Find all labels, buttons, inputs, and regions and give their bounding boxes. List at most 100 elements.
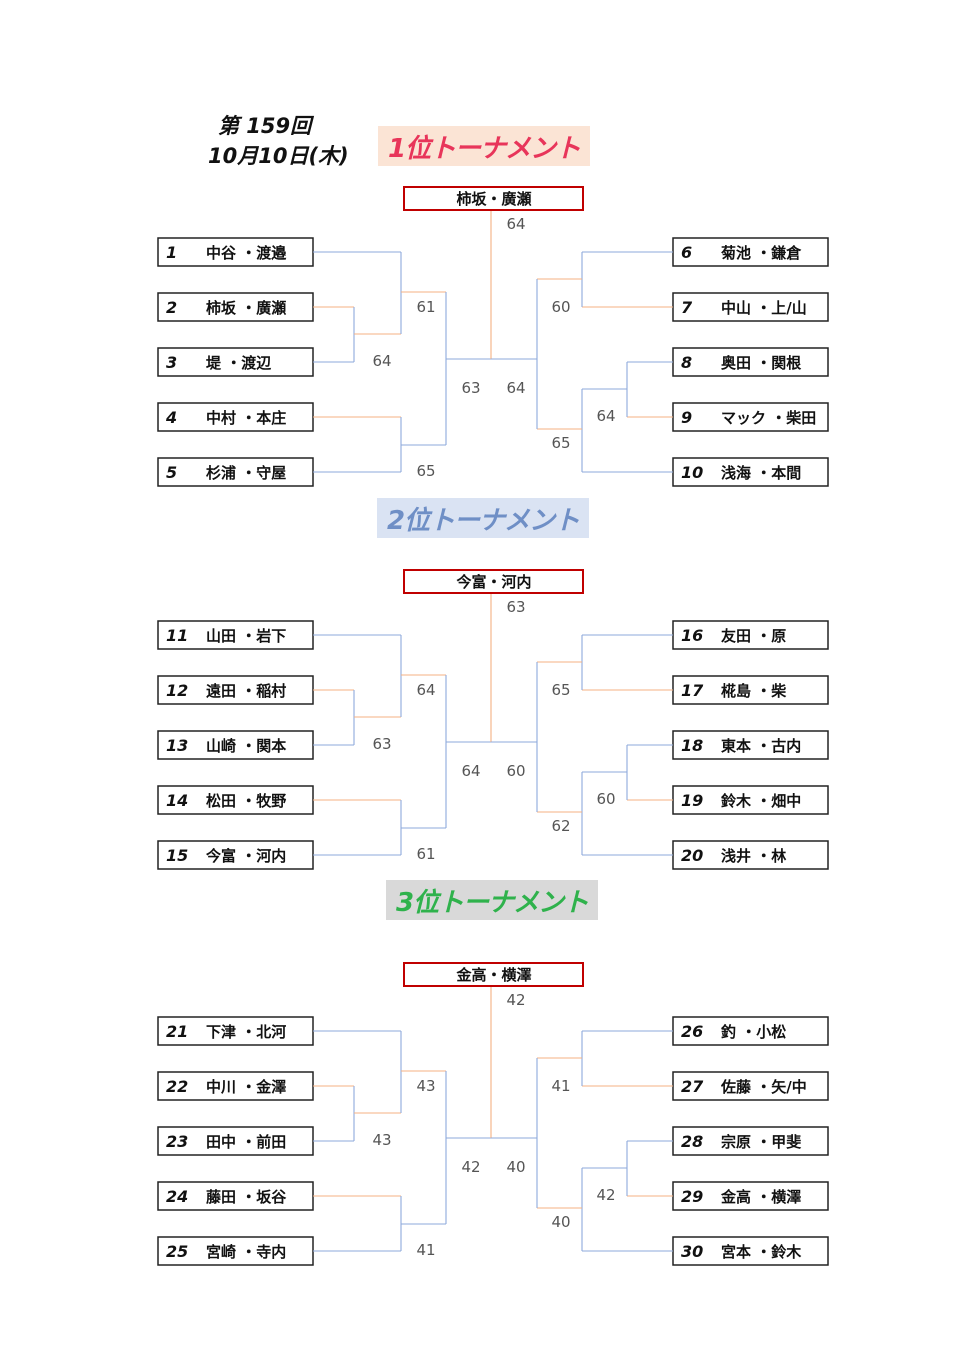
- match-score: 63: [506, 598, 525, 616]
- player-pair: 山田 ・岩下: [206, 627, 286, 645]
- player-pair: 椛島 ・柴: [721, 682, 787, 700]
- player-pair: 浅海 ・本間: [721, 464, 801, 482]
- player-pair: 中谷 ・渡邉: [206, 244, 287, 262]
- player-box: [672, 730, 829, 760]
- match-score: 41: [551, 1077, 570, 1095]
- match-score: 61: [416, 845, 435, 863]
- player-box: [672, 620, 829, 650]
- player-pair: 友田 ・原: [721, 627, 786, 645]
- player-pair: 今富 ・河内: [205, 847, 286, 865]
- player-box: [672, 402, 829, 432]
- match-score: 64: [596, 407, 615, 425]
- match-score: 42: [506, 991, 525, 1009]
- player-pair: 鈴木 ・畑中: [721, 792, 801, 810]
- player-pair: 田中 ・前田: [206, 1133, 286, 1151]
- round-number: 第 159回: [218, 114, 312, 138]
- player-pair: 浅井 ・林: [721, 847, 787, 865]
- match-score: 65: [551, 681, 570, 699]
- player-box: [157, 1126, 314, 1156]
- player-box: [672, 457, 829, 487]
- match-score: 61: [416, 298, 435, 316]
- player-number: 30: [681, 1242, 703, 1261]
- player-box: [157, 785, 314, 815]
- winner-box: [403, 962, 584, 987]
- player-pair: 松田 ・牧野: [206, 792, 286, 810]
- match-score: 63: [461, 379, 480, 397]
- winner-box: [403, 569, 584, 594]
- player-number: 16: [681, 626, 703, 645]
- player-number: 29: [681, 1187, 703, 1206]
- player-pair: 金高 ・横澤: [720, 1188, 801, 1206]
- player-box: [672, 1236, 829, 1266]
- player-box: [157, 620, 314, 650]
- player-number: 24: [166, 1187, 188, 1206]
- player-number: 28: [681, 1132, 703, 1151]
- player-pair: 中村 ・本庄: [206, 409, 286, 427]
- player-box: [672, 292, 829, 322]
- player-pair: 遠田 ・稲村: [206, 682, 286, 700]
- match-score: 60: [506, 762, 525, 780]
- player-number: 15: [166, 846, 188, 865]
- player-number: 3: [166, 353, 177, 372]
- player-pair: 中川 ・金澤: [206, 1078, 286, 1096]
- match-score: 41: [416, 1241, 435, 1259]
- player-box: [157, 675, 314, 705]
- player-pair: マック ・柴田: [721, 409, 816, 427]
- player-pair: 釣 ・小松: [721, 1023, 786, 1041]
- match-score: 60: [596, 790, 615, 808]
- match-score: 64: [506, 379, 525, 397]
- winner-pair: 柿坂・廣瀬: [456, 190, 531, 208]
- event-date: 10月10日(木): [208, 144, 349, 168]
- player-number: 4: [165, 408, 177, 427]
- match-score: 43: [416, 1077, 435, 1095]
- player-number: 5: [166, 463, 177, 482]
- player-number: 8: [681, 353, 692, 372]
- tournament-3-title: 3位トーナメント: [386, 880, 598, 920]
- match-score: 40: [506, 1158, 525, 1176]
- player-box: [157, 1236, 314, 1266]
- player-number: 19: [681, 791, 703, 810]
- player-number: 27: [681, 1077, 704, 1096]
- player-box: [157, 1016, 314, 1046]
- player-number: 22: [166, 1077, 188, 1096]
- player-pair: 藤田 ・坂谷: [206, 1188, 287, 1206]
- winner-box: [403, 186, 584, 211]
- player-pair: 杉浦 ・守屋: [206, 464, 286, 482]
- match-score: 64: [416, 681, 435, 699]
- player-pair: 佐藤 ・矢/中: [720, 1078, 807, 1096]
- player-number: 13: [166, 736, 188, 755]
- player-number: 18: [681, 736, 703, 755]
- player-box: [157, 1181, 314, 1211]
- player-number: 2: [166, 298, 177, 317]
- player-box: [672, 1126, 829, 1156]
- player-number: 10: [681, 463, 703, 482]
- match-score: 40: [551, 1213, 570, 1231]
- player-number: 7: [681, 298, 693, 317]
- match-score: 65: [416, 462, 435, 480]
- player-number: 9: [681, 408, 692, 427]
- match-score: 43: [372, 1131, 391, 1149]
- match-score: 42: [461, 1158, 480, 1176]
- player-box: [157, 402, 314, 432]
- player-number: 12: [166, 681, 188, 700]
- player-number: 17: [681, 681, 704, 700]
- tournament-2-title: 2位トーナメント: [377, 498, 589, 538]
- match-score: 42: [596, 1186, 615, 1204]
- player-box: [672, 1016, 829, 1046]
- player-number: 6: [681, 243, 692, 262]
- player-pair: 下津 ・北河: [206, 1023, 286, 1041]
- player-number: 25: [166, 1242, 188, 1261]
- player-number: 11: [166, 626, 188, 645]
- player-box: [672, 1181, 829, 1211]
- player-box: [157, 292, 314, 322]
- player-box: [672, 675, 829, 705]
- player-pair: 堤 ・渡辺: [206, 354, 272, 372]
- player-box: [672, 347, 829, 377]
- player-pair: 宮崎 ・寺内: [206, 1243, 286, 1261]
- winner-pair: 今富・河内: [455, 573, 531, 591]
- match-score: 63: [372, 735, 391, 753]
- player-pair: 宮本 ・鈴木: [721, 1243, 802, 1261]
- winner-pair: 金高・横澤: [455, 966, 531, 984]
- player-pair: 宗原 ・甲斐: [721, 1133, 802, 1151]
